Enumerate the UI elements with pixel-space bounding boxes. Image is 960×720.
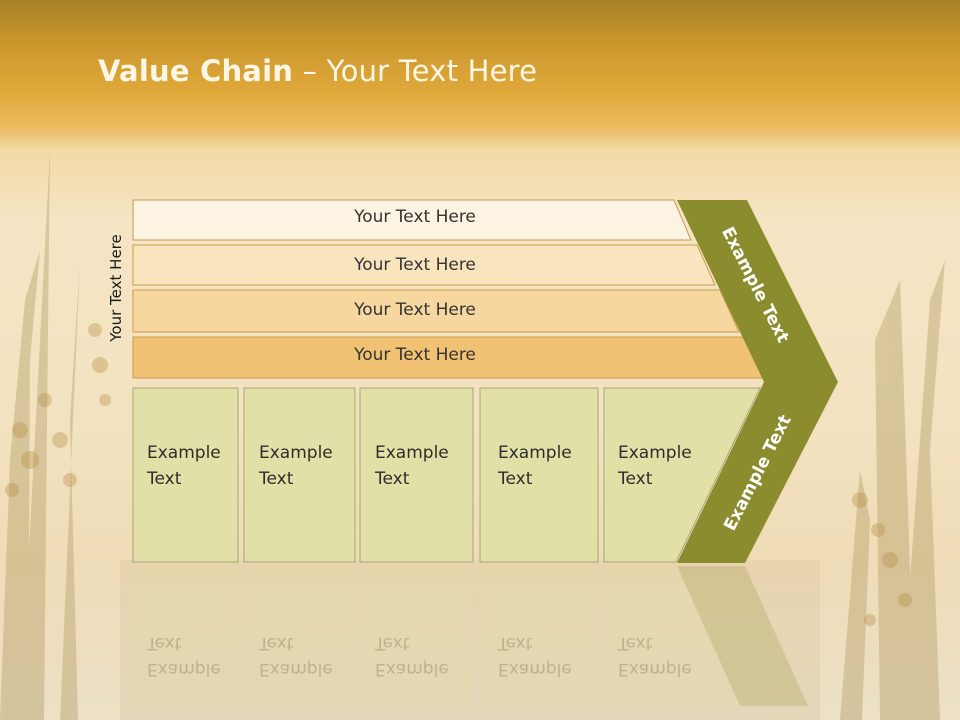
reflection-box-1	[133, 566, 238, 706]
slide-title: Value Chain – Your Text Here	[98, 54, 537, 88]
column-label-1-reflection: Example Text	[147, 630, 221, 682]
column-label-5-line2: Text	[618, 469, 653, 489]
reflection-chevron	[677, 566, 808, 706]
column-label-2-reflection: Example Text	[259, 630, 333, 682]
column-label-4-line2: Text	[498, 469, 533, 489]
column-label-1-reflection-line1: Example	[147, 659, 221, 679]
column-box-5	[603, 387, 761, 563]
column-label-1-reflection-line2: Text	[147, 633, 182, 653]
column-label-4-reflection-line2: Text	[498, 633, 533, 653]
column-label-2-line2: Text	[259, 469, 294, 489]
column-label-4-reflection-line1: Example	[498, 659, 572, 679]
reflection-box-5	[604, 566, 740, 706]
column-label-3-line1: Example	[375, 443, 449, 463]
reflection-box-2	[244, 566, 355, 706]
column-label-5-line1: Example	[618, 443, 692, 463]
reflection-box-3	[360, 566, 473, 706]
column-label-4-line1: Example	[498, 443, 572, 463]
column-label-1-line2: Text	[147, 469, 182, 489]
column-label-4-reflection: Example Text	[498, 630, 572, 682]
column-label-2-reflection-line1: Example	[259, 659, 333, 679]
column-label-2-line1: Example	[259, 443, 333, 463]
chevron-arrow	[677, 200, 838, 563]
column-label-5-reflection: Example Text	[618, 630, 692, 682]
row-bar-2	[132, 244, 716, 286]
column-box-1	[132, 387, 239, 563]
column-box-2	[243, 387, 356, 563]
column-label-3-reflection-line1: Example	[375, 659, 449, 679]
column-box-3	[359, 387, 474, 563]
column-label-3-reflection-line2: Text	[375, 633, 410, 653]
column-label-2-reflection-line2: Text	[259, 633, 294, 653]
column-label-1-line1: Example	[147, 443, 221, 463]
column-label-3-line2: Text	[375, 469, 410, 489]
row-bar-1	[132, 199, 692, 241]
row-label-4: Your Text Here	[354, 345, 476, 365]
row-label-1: Your Text Here	[354, 207, 476, 227]
column-label-5-reflection-line1: Example	[618, 659, 692, 679]
row-label-2: Your Text Here	[354, 255, 476, 275]
row-label-3: Your Text Here	[354, 300, 476, 320]
column-label-5-reflection-line2: Text	[618, 633, 653, 653]
slide-title-rest: – Your Text Here	[293, 54, 538, 88]
column-box-4	[479, 387, 599, 563]
reflection	[133, 566, 808, 706]
column-label-3-reflection: Example Text	[375, 630, 449, 682]
row-bar-3	[132, 289, 740, 333]
reflection-box-4	[480, 566, 598, 706]
slide-title-bold: Value Chain	[98, 54, 294, 88]
